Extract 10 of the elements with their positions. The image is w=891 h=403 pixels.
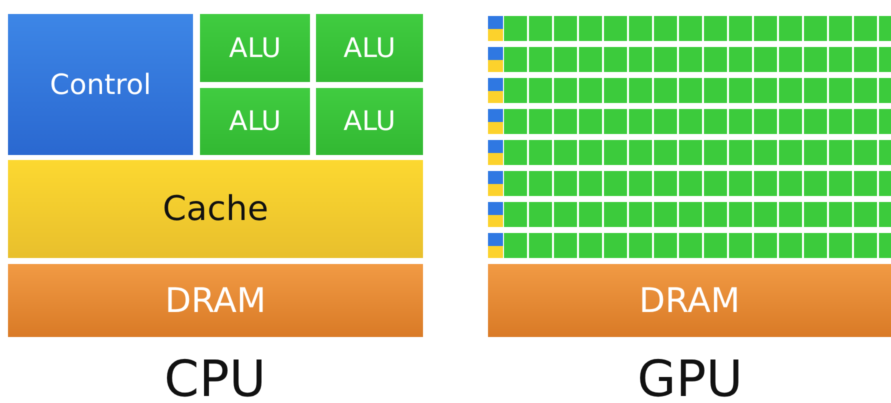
processor-title: CPU [164, 350, 266, 403]
dram-block: DRAM [8, 264, 423, 337]
alu-block: ALU [316, 14, 423, 82]
cache-block: Cache [8, 160, 423, 258]
processor-title: GPU [637, 350, 743, 403]
control-unit-block: Control [8, 14, 193, 155]
alu-block: ALU [200, 14, 310, 82]
alu-block: ALU [200, 88, 310, 155]
dram-block: DRAM [488, 264, 891, 337]
alu-block: ALU [316, 88, 423, 155]
